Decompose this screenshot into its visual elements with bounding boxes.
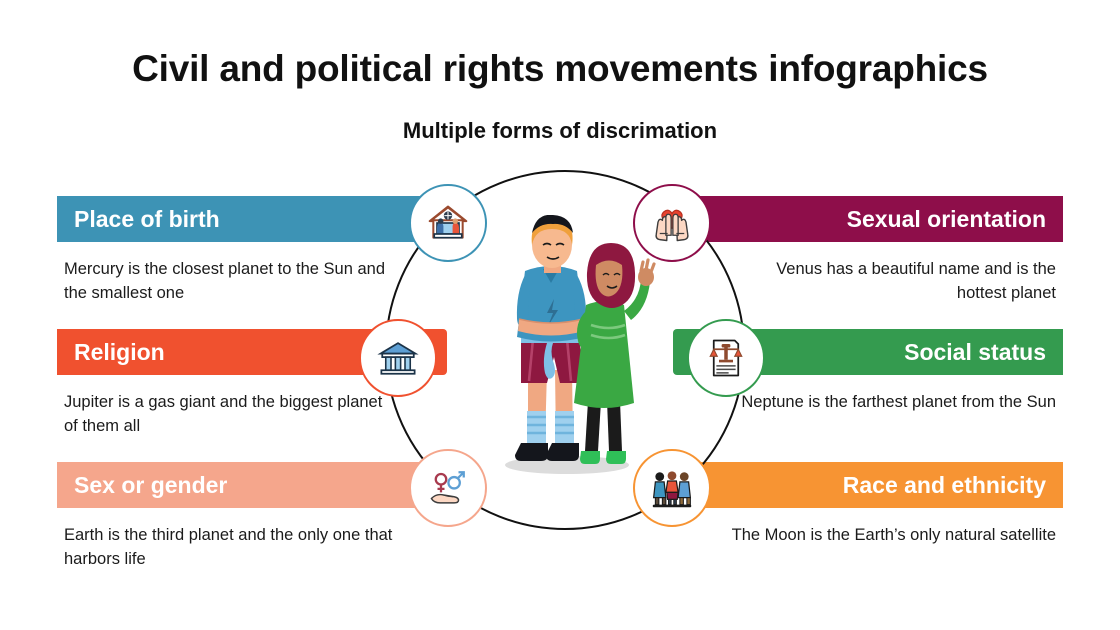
page-subtitle: Multiple forms of discrimation (402, 118, 718, 143)
bar-race-and-ethnicity[interactable]: Race and ethnicity (673, 462, 1063, 508)
label-place-of-birth: Place of birth (74, 205, 220, 232)
label-religion: Religion (74, 338, 165, 365)
icon-circle-religion[interactable] (359, 319, 437, 397)
scales-document-icon (705, 337, 747, 379)
icon-circle-sexual-orientation[interactable] (633, 184, 711, 262)
page-title: Civil and political rights movements inf… (132, 48, 988, 89)
description-sex-or-gender: Earth is the third planet and the only o… (64, 526, 393, 568)
hand-gender-symbols-icon (427, 467, 469, 509)
description-sexual-orientation: Venus has a beautiful name and is the ho… (776, 260, 1056, 302)
three-people-icon (651, 467, 693, 509)
temple-building-icon (377, 337, 419, 379)
description-place-of-birth: Mercury is the closest planet to the Sun… (64, 260, 386, 302)
bar-sexual-orientation[interactable]: Sexual orientation (673, 196, 1063, 242)
house-family-icon (426, 201, 470, 245)
description-social-status: Neptune is the farthest planet from the … (741, 393, 1056, 411)
hands-holding-heart-icon (651, 202, 693, 244)
label-social-status: Social status (904, 338, 1046, 365)
icon-circle-place-of-birth[interactable] (409, 184, 487, 262)
label-race-and-ethnicity: Race and ethnicity (842, 471, 1046, 498)
icon-circle-sex-or-gender[interactable] (409, 449, 487, 527)
bar-sex-or-gender[interactable]: Sex or gender (57, 462, 447, 508)
description-religion: Jupiter is a gas giant and the biggest p… (64, 393, 383, 435)
couple-standing-illustration (455, 214, 675, 480)
label-sexual-orientation: Sexual orientation (846, 205, 1046, 232)
description-race-and-ethnicity: The Moon is the Earth’s only natural sat… (731, 526, 1056, 544)
label-sex-or-gender: Sex or gender (74, 471, 228, 498)
icon-circle-social-status[interactable] (687, 319, 765, 397)
bar-place-of-birth[interactable]: Place of birth (57, 196, 447, 242)
icon-circle-race-and-ethnicity[interactable] (633, 449, 711, 527)
